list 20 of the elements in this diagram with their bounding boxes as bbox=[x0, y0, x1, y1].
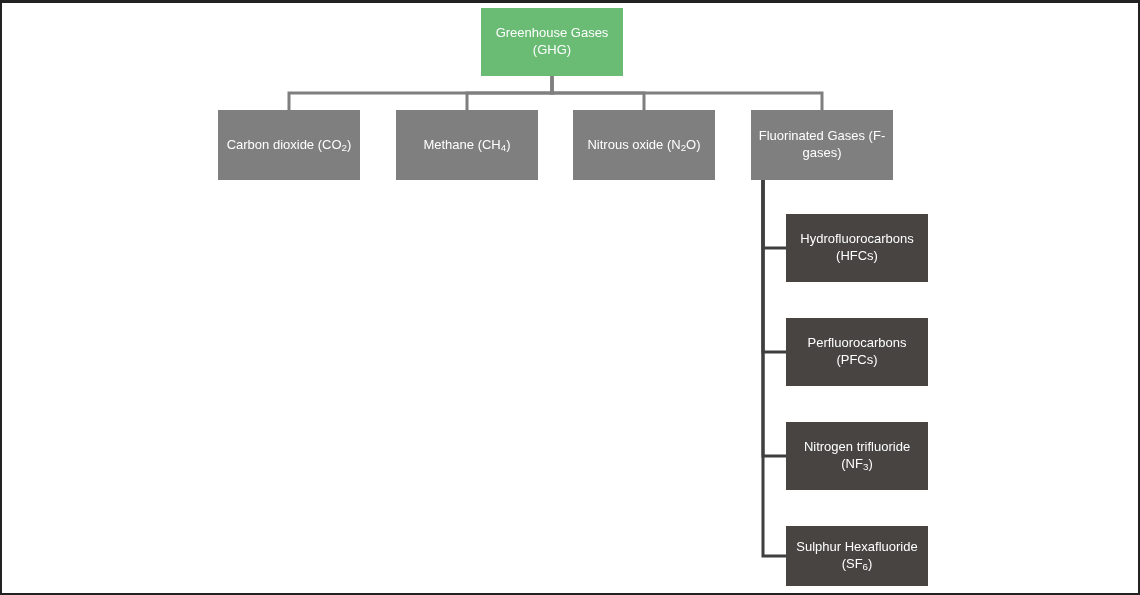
category-box bbox=[751, 110, 893, 180]
box-label: Perfluorocarbons (PFCs) bbox=[806, 335, 908, 369]
box-label: Methane (CH$_{4}$) bbox=[423, 136, 511, 154]
category-box bbox=[786, 318, 928, 386]
connector-line bbox=[761, 180, 786, 558]
box-label: Carbon dioxide (CO$_{2}$) bbox=[226, 136, 352, 154]
category-box bbox=[786, 422, 928, 490]
connector-line bbox=[550, 76, 824, 110]
category-box bbox=[396, 110, 538, 180]
box-label: Nitrogen trifluoride (NF$_{3}$) bbox=[802, 439, 912, 473]
category-box bbox=[786, 214, 928, 282]
category-box bbox=[786, 526, 928, 586]
category-box bbox=[573, 110, 715, 180]
category-box bbox=[218, 110, 360, 180]
box-label: Hydrofluorocarbons (HFCs) bbox=[799, 231, 915, 265]
box-label: Fluorinated Gases (F-gases) bbox=[757, 128, 887, 162]
box-label: Greenhouse Gases (GHG) bbox=[494, 25, 610, 59]
box-label: Sulphur Hexafluoride (SF$_{6}$) bbox=[795, 539, 919, 573]
category-box bbox=[481, 8, 623, 76]
box-label: Nitrous oxide (N$_{2}$O) bbox=[587, 136, 701, 154]
